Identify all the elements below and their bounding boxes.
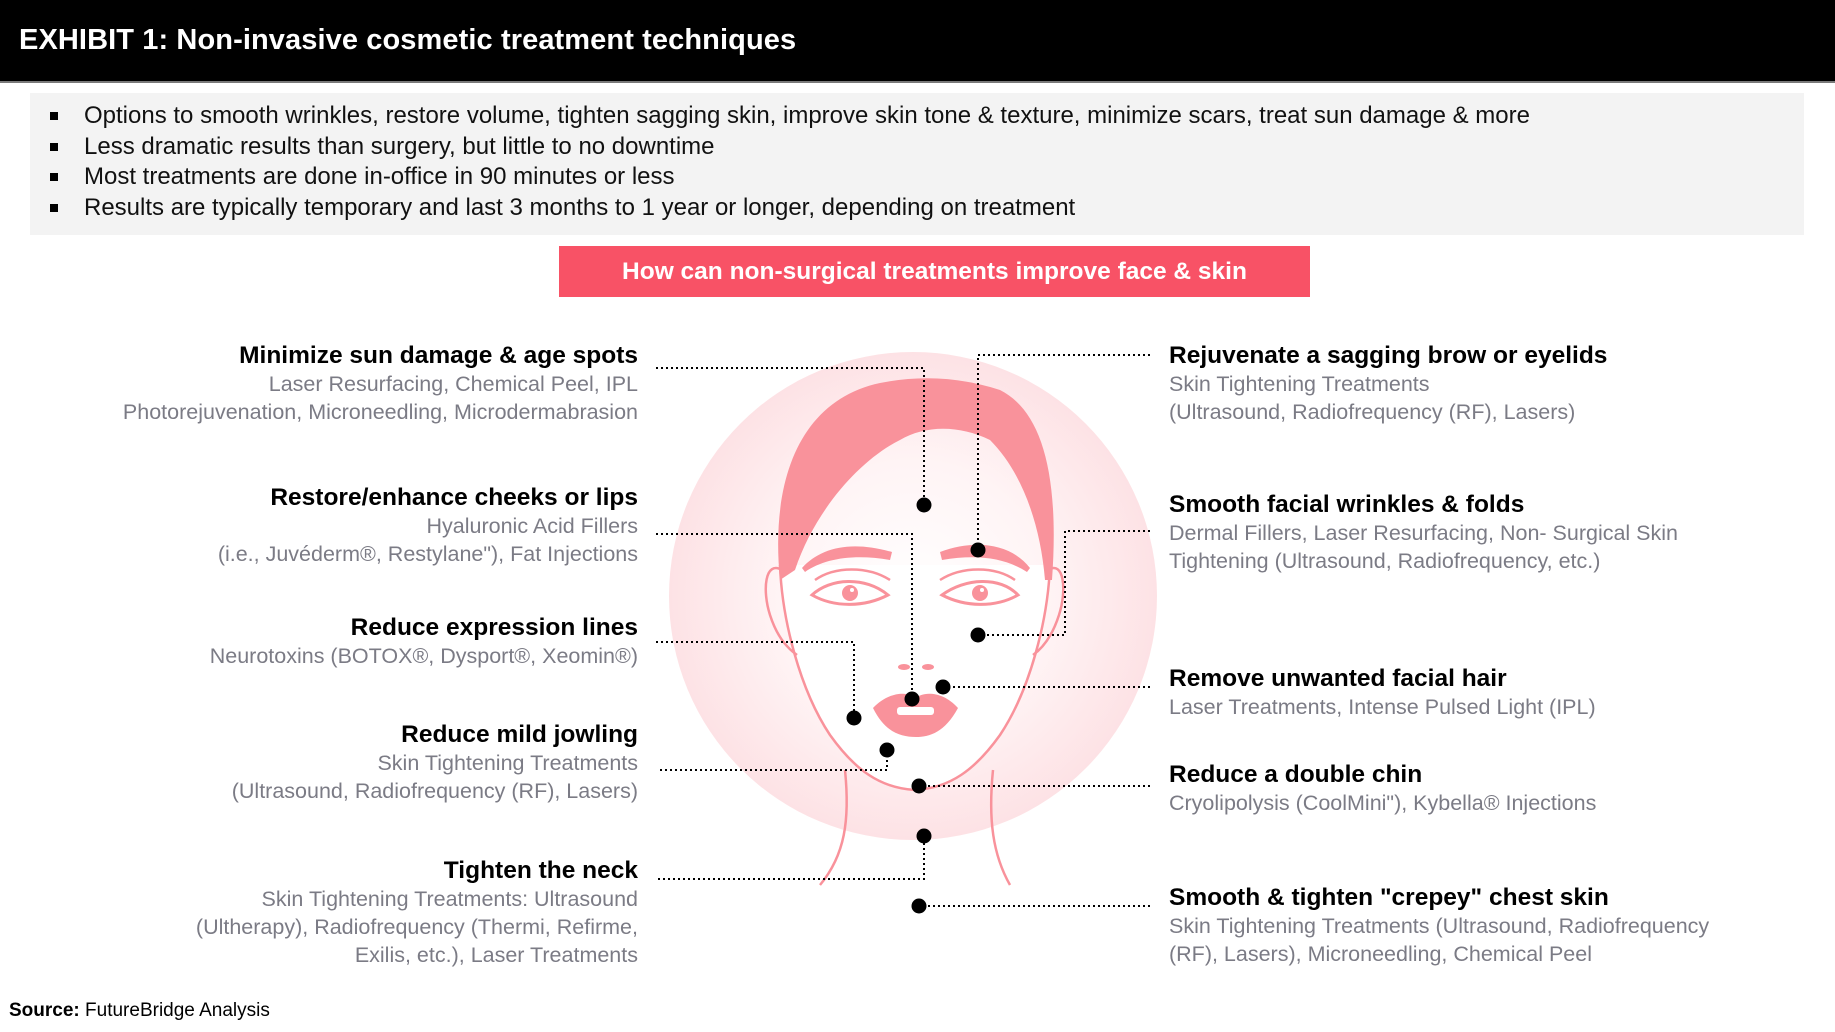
marker-chin-dot-icon [911,778,927,794]
marker-hair-dot-icon [935,679,951,695]
treatment-title: Reduce mild jowling [401,721,638,748]
treatment-block-brow: Rejuvenate a sagging brow or eyelids Ski… [1169,341,1607,426]
treatment-desc: Skin Tightening Treatments [377,751,638,775]
summary-bullet: Less dramatic results than surgery, but … [30,132,1804,162]
treatment-desc: (Ultrasound, Radiofrequency (RF), Lasers… [1169,400,1576,424]
section-banner: How can non-surgical treatments improve … [559,246,1310,297]
treatment-desc: Laser Resurfacing, Chemical Peel, IPL [268,372,638,396]
treatment-block-chest: Smooth & tighten "crepey" chest skin Ski… [1169,883,1709,968]
treatment-desc: (RF), Lasers), Microneedling, Chemical P… [1169,942,1592,966]
treatment-desc: (i.e., Juvéderm®, Restylane"), Fat Injec… [217,542,638,566]
exhibit-header: EXHIBIT 1: Non-invasive cosmetic treatme… [0,0,1835,83]
treatment-title: Restore/enhance cheeks or lips [270,484,638,511]
treatment-block-double-chin: Reduce a double chin Cryolipolysis (Cool… [1169,760,1596,817]
leader-wrinkles [978,530,1150,636]
treatment-block-sun-damage: Minimize sun damage & age spots Laser Re… [123,341,638,426]
leader-brow [977,354,1150,550]
bullet-text: Less dramatic results than surgery, but … [84,132,715,160]
source-note: Source: FutureBridge Analysis [9,1000,270,1022]
treatment-desc: Hyaluronic Acid Fillers [426,514,638,538]
summary-bullet: Results are typically temporary and last… [30,193,1804,223]
square-bullet-icon [50,142,58,151]
bullet-text: Options to smooth wrinkles, restore volu… [84,102,1530,129]
treatment-title: Tighten the neck [443,857,638,884]
treatment-desc: (Ultrasound, Radiofrequency (RF), Lasers… [231,779,638,803]
square-bullet-icon [50,203,58,212]
square-bullet-icon [50,173,58,181]
treatment-desc: Dermal Fillers, Laser Resurfacing, Non- … [1169,521,1679,545]
leader-neck [658,836,925,880]
treatment-desc: Photorejuvenation, Microneedling, Microd… [122,400,638,424]
treatment-desc: Skin Tightening Treatments [1169,372,1430,396]
square-bullet-icon [50,112,58,120]
leader-cheeks-lips [656,533,913,699]
face-illustration-icon [764,378,1065,886]
treatment-desc: Tightening (Ultrasound, Radiofrequency, … [1169,549,1601,573]
treatment-block-neck: Tighten the neck Skin Tightening Treatme… [196,856,638,969]
marker-chest-dot-icon [911,898,927,914]
treatment-desc: Exilis, etc.), Laser Treatments [354,943,638,967]
treatment-block-wrinkles: Smooth facial wrinkles & folds Dermal Fi… [1169,490,1678,575]
leader-expression-lines [656,641,855,718]
treatment-title: Reduce expression lines [350,614,638,641]
source-value: FutureBridge Analysis [79,1000,270,1021]
marker-neck-dot-icon [916,828,932,844]
treatment-desc: Cryolipolysis (CoolMini"), Kybella® Inje… [1169,791,1597,815]
treatment-title: Smooth & tighten "crepey" chest skin [1169,884,1609,911]
source-label: Source: [9,1000,80,1021]
treatment-block-jowling: Reduce mild jowling Skin Tightening Trea… [232,720,638,805]
treatment-desc: Skin Tightening Treatments (Ultrasound, … [1169,914,1710,938]
treatment-title: Reduce a double chin [1169,761,1423,788]
treatment-title: Smooth facial wrinkles & folds [1169,491,1525,518]
summary-bullet: Options to smooth wrinkles, restore volu… [30,101,1804,131]
treatment-block-facial-hair: Remove unwanted facial hair Laser Treatm… [1169,664,1596,721]
treatment-title: Remove unwanted facial hair [1169,665,1507,692]
bullet-text: Results are typically temporary and last… [84,193,1076,221]
treatment-desc: Laser Treatments, Intense Pulsed Light (… [1169,695,1596,719]
treatment-title: Minimize sun damage & age spots [239,342,638,369]
exhibit-title: EXHIBIT 1: Non-invasive cosmetic treatme… [19,24,797,56]
marker-lips-dot-icon [904,691,920,707]
marker-cheek-dot-icon [970,627,986,643]
treatment-desc: Skin Tightening Treatments: Ultrasound [261,887,638,911]
bullet-text: Most treatments are done in-office in 90… [84,163,675,190]
treatment-desc: Neurotoxins (BOTOX®, Dysport®, Xeomin®) [209,644,638,668]
marker-forehead-dot-icon [916,497,932,513]
summary-bullet: Most treatments are done in-office in 90… [30,162,1804,192]
summary-box: Options to smooth wrinkles, restore volu… [30,93,1804,235]
treatment-desc: (Ultherapy), Radiofrequency (Thermi, Ref… [195,915,638,939]
treatment-title: Rejuvenate a sagging brow or eyelids [1169,342,1608,369]
marker-jowl-dot-icon [879,742,895,758]
banner-title: How can non-surgical treatments improve … [622,257,1247,285]
marker-expression-dot-icon [846,710,862,726]
treatment-block-cheeks-lips: Restore/enhance cheeks or lips Hyaluroni… [218,483,638,568]
marker-brow-dot-icon [970,542,986,558]
treatment-block-expression-lines: Reduce expression lines Neurotoxins (BOT… [210,613,638,670]
